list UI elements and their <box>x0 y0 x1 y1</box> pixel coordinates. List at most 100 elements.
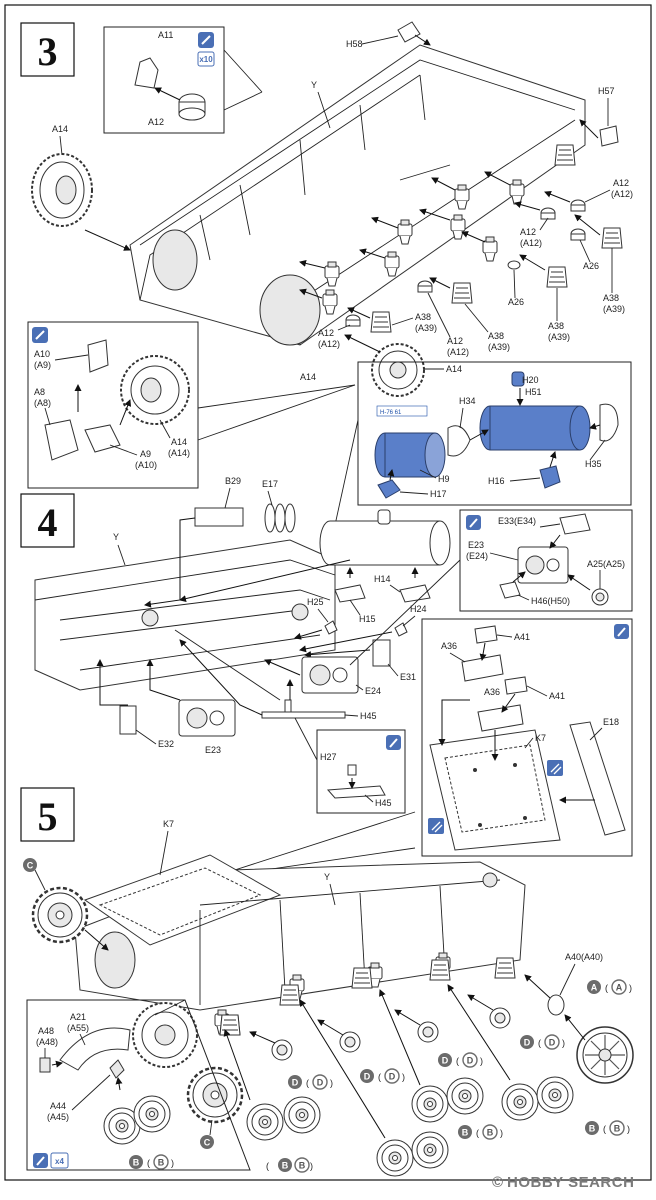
part-h20 <box>511 371 525 387</box>
lbl-h35: H35 <box>585 459 602 469</box>
part-return-roller-3 <box>417 1021 439 1043</box>
lbl-a21: A21 <box>70 1012 86 1022</box>
step-5-inset-idler <box>26 999 251 1171</box>
part-e33 <box>559 513 591 535</box>
hull-y-step4 <box>34 539 336 691</box>
circle-c-2: C <box>204 1138 211 1148</box>
svg-text:): ) <box>500 1128 503 1138</box>
lbl-h9: H9 <box>438 474 450 484</box>
part-a14-left <box>31 153 93 227</box>
lbl-k7: K7 <box>535 733 546 743</box>
part-return-roller-1 <box>271 1039 293 1061</box>
circle-b-2b: B <box>487 1128 494 1138</box>
lbl-a12-2b: (A12) <box>520 238 542 248</box>
lbl-a12-3: A12 <box>447 336 463 346</box>
lbl-x4: x4 <box>55 1157 64 1166</box>
part-e31 <box>372 639 391 667</box>
lbl-a14-front: A14 <box>300 372 316 382</box>
lbl-a9: A9 <box>140 449 151 459</box>
circle-d-2b: D <box>389 1072 396 1082</box>
lbl-a38-2: A38 <box>548 321 564 331</box>
svg-text:): ) <box>402 1072 405 1082</box>
part-e18 <box>569 721 626 836</box>
watermark-copyright: © <box>492 1174 504 1191</box>
part-e23 <box>178 699 236 737</box>
lbl-h58: H58 <box>346 39 363 49</box>
svg-text:(: ( <box>605 983 608 993</box>
circle-a-1: A <box>591 983 598 993</box>
lbl-a38-2b: (A39) <box>548 332 570 342</box>
part-roadwheel-4a <box>501 1083 539 1121</box>
lbl-e24: (E24) <box>466 551 488 561</box>
step-5: 5 K7 Y C C <box>20 787 634 1177</box>
circle-d-4b: D <box>549 1038 556 1048</box>
lbl-a12-inset: A12 <box>148 117 164 127</box>
part-a36-2 <box>477 704 524 732</box>
lbl-a38-4: A38 <box>415 312 431 322</box>
svg-text:(: ( <box>266 1161 269 1171</box>
lbl-a10: A10 <box>34 349 50 359</box>
lbl-y-step3: Y <box>311 80 317 90</box>
part-roadwheel-1a <box>246 1103 284 1141</box>
circle-b-4: B <box>133 1158 140 1168</box>
lbl-e23b: E23 <box>205 745 221 755</box>
svg-text:(: ( <box>456 1056 459 1066</box>
watermark: © HOBBY SEARCH <box>492 1174 634 1191</box>
part-h25 <box>324 620 338 635</box>
lbl-e33: E33(E34) <box>498 516 536 526</box>
circle-d-1b: D <box>317 1078 324 1088</box>
part-a41-2 <box>504 676 528 695</box>
scale-badge <box>376 405 428 417</box>
circle-b-3b: B <box>614 1124 621 1134</box>
lbl-scale: H-76 61 <box>380 410 402 416</box>
lbl-a48: A48 <box>38 1026 54 1036</box>
lbl-a12-1b: (A12) <box>611 189 633 199</box>
svg-text:): ) <box>480 1056 483 1066</box>
part-h58 <box>397 21 421 43</box>
lbl-e31: E31 <box>400 672 416 682</box>
part-rear-idler <box>576 1026 634 1084</box>
step-3-number: 3 <box>38 29 58 74</box>
svg-text:(: ( <box>378 1072 381 1082</box>
svg-text:(: ( <box>306 1078 309 1088</box>
circle-d-1: D <box>292 1078 299 1088</box>
part-h15 <box>334 584 366 603</box>
lbl-a38-1b: (A39) <box>603 304 625 314</box>
lbl-h34: H34 <box>459 396 476 406</box>
svg-text:): ) <box>562 1038 565 1048</box>
lbl-h15: H15 <box>359 614 376 624</box>
x4-icon <box>50 1152 69 1169</box>
lbl-e18: E18 <box>603 717 619 727</box>
lbl-h25: H25 <box>307 597 324 607</box>
lbl-a12-2: A12 <box>520 227 536 237</box>
circle-d-4: D <box>524 1038 531 1048</box>
part-a14-inset <box>120 355 190 425</box>
lbl-a12-4b: (A12) <box>318 339 340 349</box>
part-h16 <box>539 465 561 489</box>
step-4-inset-muffler <box>357 361 632 506</box>
lbl-y-step5: Y <box>324 872 330 882</box>
part-h45 <box>261 711 346 719</box>
lbl-a10b: (A9) <box>34 360 51 370</box>
lbl-b29: B29 <box>225 476 241 486</box>
part-roadwheel-4b <box>536 1076 574 1114</box>
circle-b-4b: B <box>158 1158 165 1168</box>
circle-d-3b: D <box>467 1056 474 1066</box>
lbl-a55: (A55) <box>67 1023 89 1033</box>
part-a40 <box>547 994 565 1016</box>
svg-text:(: ( <box>147 1158 150 1168</box>
step-4-inset-deck <box>421 618 633 857</box>
part-a8 <box>44 419 79 461</box>
lbl-a25: A25(A25) <box>587 559 625 569</box>
lbl-a26-2: A26 <box>508 297 524 307</box>
lbl-a14-left: A14 <box>52 124 68 134</box>
circle-b-2: B <box>462 1128 469 1138</box>
lbl-h46: H46(H50) <box>531 596 570 606</box>
part-h57 <box>599 125 619 147</box>
part-h46 <box>499 581 521 599</box>
step-4-number: 4 <box>38 500 58 545</box>
svg-text:): ) <box>627 1124 630 1134</box>
circle-b-3: B <box>589 1124 596 1134</box>
part-b29 <box>194 507 244 527</box>
